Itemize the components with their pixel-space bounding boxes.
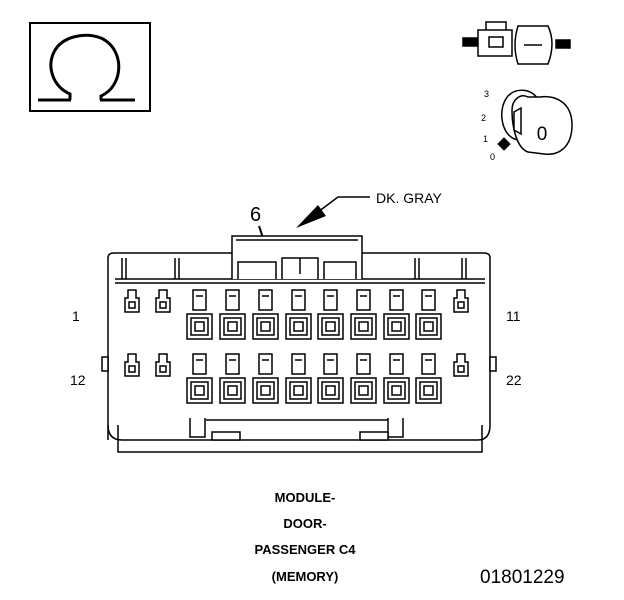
cavity	[219, 289, 246, 340]
pin-label-top-left: 1	[72, 308, 80, 324]
pin-label-top-right: 11	[506, 308, 521, 324]
key-position-3: 3	[484, 89, 489, 99]
cavity-small	[155, 353, 171, 377]
caption-line-4: (MEMORY)	[271, 569, 339, 584]
cavity-small	[155, 289, 171, 313]
wire-color-leader	[296, 196, 370, 228]
caption-line-2: DOOR-	[283, 516, 327, 531]
ignition-key-icon: 0	[497, 89, 573, 155]
cavity-small	[124, 289, 140, 313]
key-position-2: 2	[481, 113, 486, 123]
pin-label-bottom-right: 22	[506, 372, 522, 388]
connector-housing	[101, 235, 497, 453]
omega-symbol-icon	[29, 22, 151, 112]
pin-callout-number: 6	[250, 204, 261, 226]
cavity	[252, 289, 279, 340]
cavity-small	[453, 289, 469, 313]
cavity	[285, 353, 312, 404]
cavity	[219, 353, 246, 404]
pin-label-bottom-left: 12	[70, 372, 86, 388]
cavity	[383, 289, 410, 340]
cavity	[317, 289, 344, 340]
cavity	[350, 353, 377, 404]
document-number: 01801229	[480, 567, 565, 588]
caption-line-3: PASSENGER C4	[254, 542, 356, 557]
cavity	[415, 289, 442, 340]
key-position-1: 1	[483, 134, 488, 144]
key-label: 0	[537, 124, 548, 145]
cavity	[415, 353, 442, 404]
cavity	[317, 353, 344, 404]
cavity	[252, 353, 279, 404]
caption-line-1: MODULE-	[274, 490, 336, 505]
cavity	[186, 289, 213, 340]
connector-icon	[462, 21, 571, 65]
wire-color-label: DK. GRAY	[376, 190, 443, 206]
cavity	[186, 353, 213, 404]
cavity	[383, 353, 410, 404]
connector-cavities	[124, 289, 469, 404]
cavity	[350, 289, 377, 340]
cavity-small	[124, 353, 140, 377]
cavity	[285, 289, 312, 340]
key-position-0: 0	[490, 152, 495, 162]
cavity-small	[453, 353, 469, 377]
